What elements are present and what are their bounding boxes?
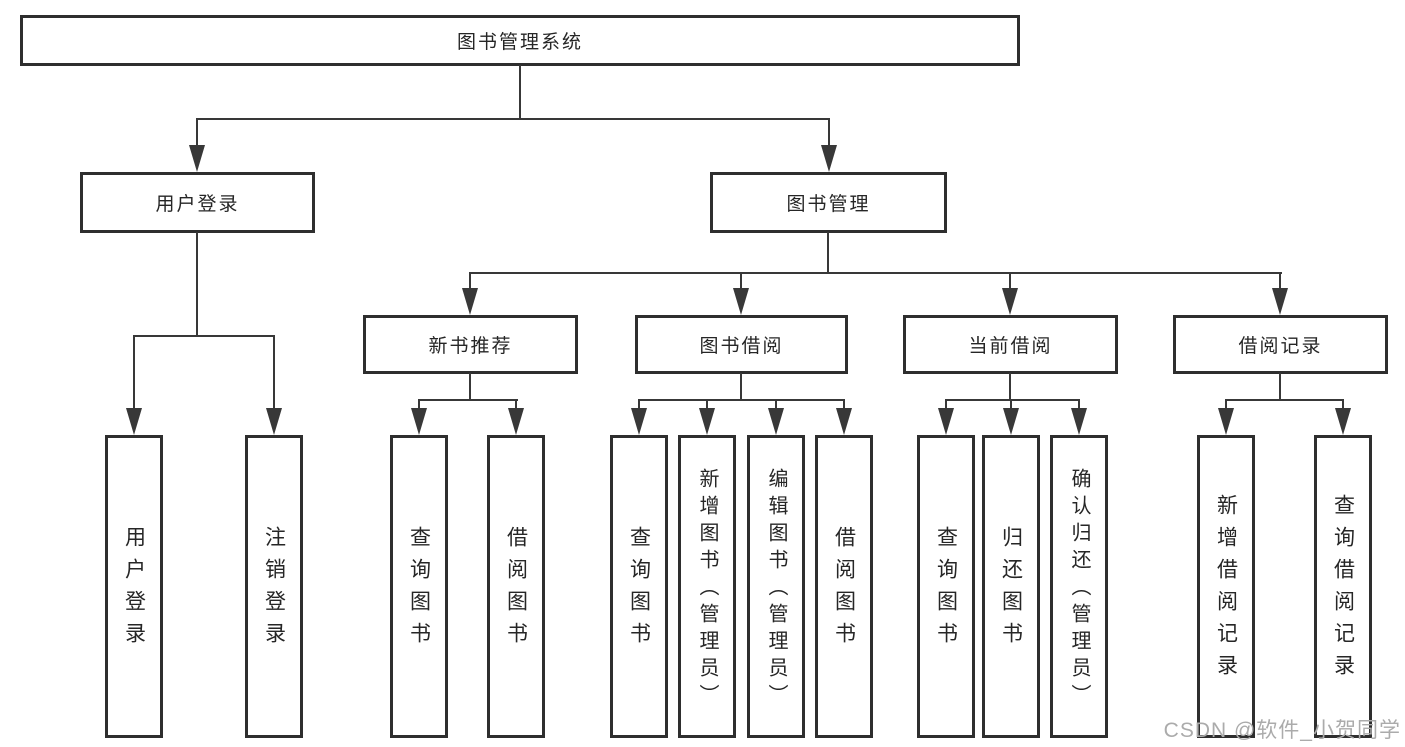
node-leaf-recommend-query-books-label: 查询图书 (407, 525, 431, 654)
connector-arrowhead (733, 288, 749, 315)
connector-line (196, 118, 830, 120)
node-leaf-borrowing-borrow-books: 借阅图书 (815, 435, 873, 738)
watermark: CSDN @软件_小贺同学 (1163, 719, 1401, 742)
connector-line (638, 399, 845, 401)
node-leaf-return-books-label: 归还图书 (999, 525, 1023, 654)
connector-line (638, 399, 640, 410)
connector-line (1078, 399, 1080, 410)
connector-line (775, 399, 777, 410)
node-leaf-recommend-query-books: 查询图书 (390, 435, 448, 738)
node-leaf-current-query-books: 查询图书 (917, 435, 975, 738)
node-book-management-label: 图书管理 (786, 194, 871, 215)
connector-arrowhead (768, 408, 784, 435)
connector-arrowhead (126, 408, 142, 435)
node-book-borrowing: 图书借阅 (635, 315, 848, 374)
connector-arrowhead (836, 408, 852, 435)
node-leaf-borrowing-borrow-books-label: 借阅图书 (832, 525, 856, 654)
node-leaf-edit-books-admin-label: 编辑图书（管理员） (765, 468, 787, 711)
connector-arrowhead (508, 408, 524, 435)
node-user-login: 用户登录 (80, 172, 315, 233)
node-leaf-confirm-return-admin-label: 确认归还（管理员） (1068, 468, 1090, 711)
node-root: 图书管理系统 (20, 15, 1020, 66)
connector-line (273, 335, 275, 410)
node-leaf-recommend-borrow-books-label: 借阅图书 (504, 525, 528, 654)
node-leaf-add-books-admin-label: 新增图书（管理员） (696, 468, 718, 711)
connector-arrowhead (1272, 288, 1288, 315)
node-borrowing-records-label: 借阅记录 (1238, 336, 1323, 357)
connector-arrowhead (631, 408, 647, 435)
connector-line (418, 399, 420, 410)
connector-line (740, 373, 742, 401)
connector-arrowhead (821, 145, 837, 172)
connector-arrowhead (699, 408, 715, 435)
connector-arrowhead (1071, 408, 1087, 435)
node-leaf-edit-books-admin: 编辑图书（管理员） (747, 435, 805, 738)
connector-line (418, 399, 518, 401)
connector-line (945, 399, 1079, 401)
connector-line (945, 399, 947, 410)
node-leaf-query-borrow-record: 查询借阅记录 (1314, 435, 1372, 738)
node-user-login-label: 用户登录 (155, 194, 240, 215)
connector-line (706, 399, 708, 410)
connector-line (1225, 399, 1227, 410)
connector-arrowhead (462, 288, 478, 315)
connector-line (1279, 272, 1281, 290)
connector-arrowhead (1218, 408, 1234, 435)
connector-line (469, 373, 471, 401)
node-leaf-query-borrow-record-label: 查询借阅记录 (1331, 493, 1355, 686)
node-current-borrowing: 当前借阅 (903, 315, 1118, 374)
connector-line (1009, 272, 1011, 290)
connector-line (827, 232, 829, 274)
connector-line (515, 399, 517, 410)
node-leaf-add-borrow-record: 新增借阅记录 (1197, 435, 1255, 738)
connector-line (196, 118, 198, 148)
connector-line (828, 118, 830, 148)
node-new-book-recommend: 新书推荐 (363, 315, 578, 374)
connector-arrowhead (1003, 408, 1019, 435)
node-leaf-recommend-borrow-books: 借阅图书 (487, 435, 545, 738)
node-leaf-user-login-label: 用户登录 (122, 525, 146, 654)
connector-line (740, 272, 742, 290)
connector-line (196, 232, 198, 337)
connector-line (1279, 373, 1281, 401)
node-new-book-recommend-label: 新书推荐 (428, 336, 513, 357)
node-leaf-logout: 注销登录 (245, 435, 303, 738)
connector-line (843, 399, 845, 410)
connector-arrowhead (1002, 288, 1018, 315)
connector-line (469, 272, 1282, 274)
node-root-label: 图书管理系统 (456, 32, 583, 53)
connector-line (1225, 399, 1344, 401)
node-leaf-return-books: 归还图书 (982, 435, 1040, 738)
node-borrowing-records: 借阅记录 (1173, 315, 1388, 374)
connector-line (133, 335, 135, 410)
node-leaf-add-borrow-record-label: 新增借阅记录 (1214, 493, 1238, 686)
node-leaf-borrowing-query-books: 查询图书 (610, 435, 668, 738)
node-current-borrowing-label: 当前借阅 (968, 336, 1053, 357)
node-leaf-logout-label: 注销登录 (262, 525, 286, 654)
node-leaf-current-query-books-label: 查询图书 (934, 525, 958, 654)
node-leaf-add-books-admin: 新增图书（管理员） (678, 435, 736, 738)
node-leaf-confirm-return-admin: 确认归还（管理员） (1050, 435, 1108, 738)
node-book-borrowing-label: 图书借阅 (699, 336, 784, 357)
connector-arrowhead (189, 145, 205, 172)
node-leaf-borrowing-query-books-label: 查询图书 (627, 525, 651, 654)
connector-line (1010, 399, 1012, 410)
node-book-management: 图书管理 (710, 172, 947, 233)
node-leaf-user-login: 用户登录 (105, 435, 163, 738)
connector-line (133, 335, 275, 337)
connector-arrowhead (1335, 408, 1351, 435)
connector-arrowhead (938, 408, 954, 435)
connector-line (469, 272, 471, 290)
connector-line (1342, 399, 1344, 410)
connector-line (1009, 373, 1011, 401)
connector-arrowhead (411, 408, 427, 435)
connector-line (519, 65, 521, 118)
connector-arrowhead (266, 408, 282, 435)
